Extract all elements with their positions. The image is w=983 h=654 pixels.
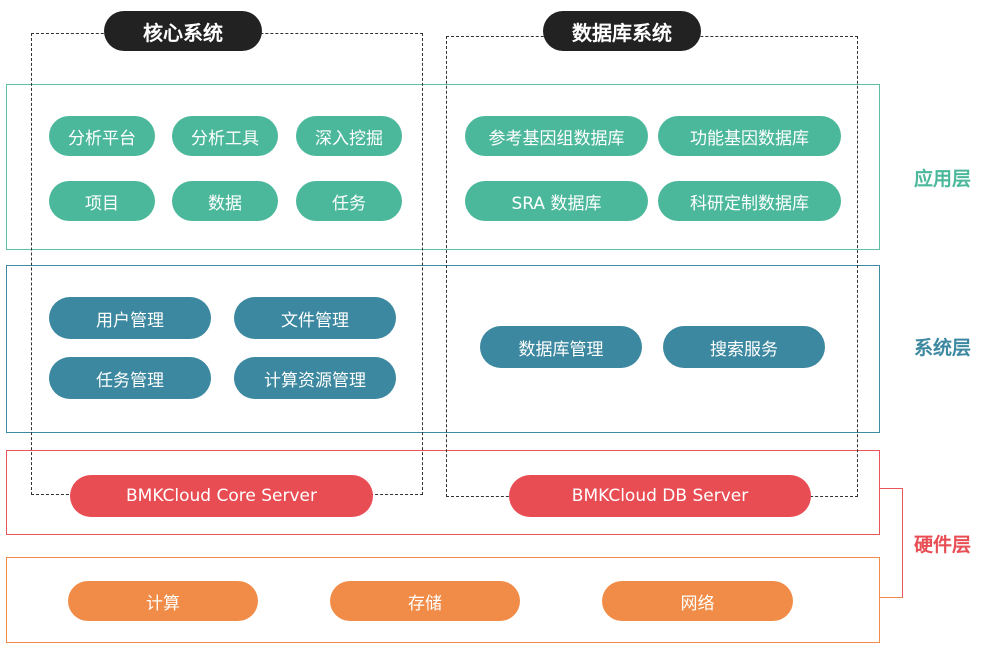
system-layer-label: 系统层 <box>914 337 972 359</box>
sys-db-item: 搜索服务 <box>663 326 825 368</box>
hardware-layer-label: 硬件层 <box>914 534 972 556</box>
sys-core-item: 计算资源管理 <box>234 357 396 399</box>
system-layer-box <box>6 265 880 433</box>
core-system-title: 核心系统 <box>104 11 262 51</box>
app-db-item: SRA 数据库 <box>465 181 648 221</box>
hardware-layer-bracket <box>880 488 903 598</box>
app-core-item: 数据 <box>172 181 278 221</box>
application-layer-box <box>6 84 880 250</box>
database-system-title: 数据库系统 <box>543 11 701 51</box>
sys-core-item: 用户管理 <box>49 297 211 339</box>
app-core-item: 任务 <box>296 181 402 221</box>
sys-core-item: 任务管理 <box>49 357 211 399</box>
app-db-item: 参考基因组数据库 <box>465 116 648 156</box>
sys-core-item: 文件管理 <box>234 297 396 339</box>
app-db-item: 功能基因数据库 <box>658 116 841 156</box>
database-system-group <box>446 36 858 497</box>
app-db-item: 科研定制数据库 <box>658 181 841 221</box>
sys-db-item: 数据库管理 <box>480 326 642 368</box>
server-layer-box <box>6 450 880 535</box>
resource-compute: 计算 <box>68 581 258 621</box>
resource-network: 网络 <box>602 581 793 621</box>
app-core-item: 分析平台 <box>49 116 155 156</box>
resource-layer-box <box>6 557 880 643</box>
db-server: BMKCloud DB Server <box>509 475 811 517</box>
app-core-item: 项目 <box>49 181 155 221</box>
app-core-item: 深入挖掘 <box>296 116 402 156</box>
app-core-item: 分析工具 <box>172 116 278 156</box>
resource-storage: 存储 <box>330 581 520 621</box>
core-server: BMKCloud Core Server <box>70 475 373 517</box>
core-system-group <box>31 33 423 495</box>
application-layer-label: 应用层 <box>914 168 972 190</box>
